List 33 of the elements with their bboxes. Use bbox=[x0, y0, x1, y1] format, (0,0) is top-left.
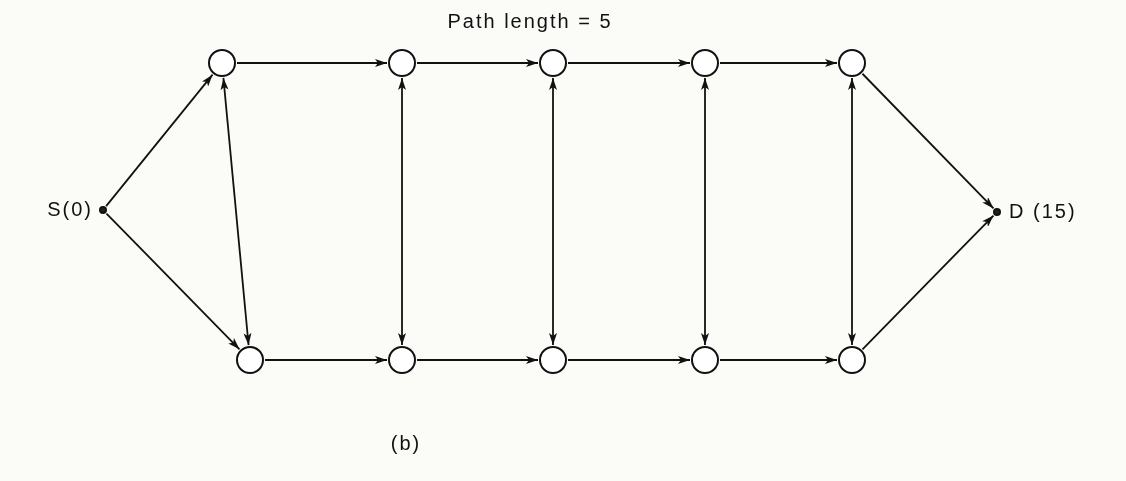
arrow bbox=[719, 356, 838, 364]
node-circle bbox=[208, 49, 236, 77]
node-circle bbox=[236, 346, 264, 374]
node-circle bbox=[691, 49, 719, 77]
node-circle bbox=[539, 49, 567, 77]
arrow bbox=[861, 214, 995, 351]
arrow bbox=[719, 59, 838, 67]
arrow bbox=[567, 356, 691, 364]
arrow bbox=[416, 356, 539, 364]
arrow bbox=[848, 77, 856, 346]
node-circle bbox=[539, 346, 567, 374]
arrow bbox=[549, 77, 557, 346]
arrow bbox=[416, 59, 539, 67]
node-label: D (15) bbox=[1009, 200, 1077, 223]
arrow bbox=[567, 59, 691, 67]
node-circle bbox=[388, 346, 416, 374]
node-label: S(0) bbox=[47, 198, 93, 221]
annotation: Path length = 5 bbox=[447, 10, 613, 33]
node-circle bbox=[388, 49, 416, 77]
arrow bbox=[105, 212, 241, 351]
arrow bbox=[701, 77, 709, 346]
arrow bbox=[105, 73, 214, 207]
terminal-dot bbox=[993, 208, 1001, 216]
node-circle bbox=[838, 346, 866, 374]
arrow bbox=[264, 356, 388, 364]
node-circle bbox=[838, 49, 866, 77]
caption: (b) bbox=[390, 432, 422, 455]
arrow bbox=[220, 77, 252, 346]
arrow bbox=[236, 59, 388, 67]
arrow bbox=[398, 77, 406, 346]
node-circle bbox=[691, 346, 719, 374]
arrow bbox=[861, 72, 995, 210]
terminal-dot bbox=[99, 206, 107, 214]
